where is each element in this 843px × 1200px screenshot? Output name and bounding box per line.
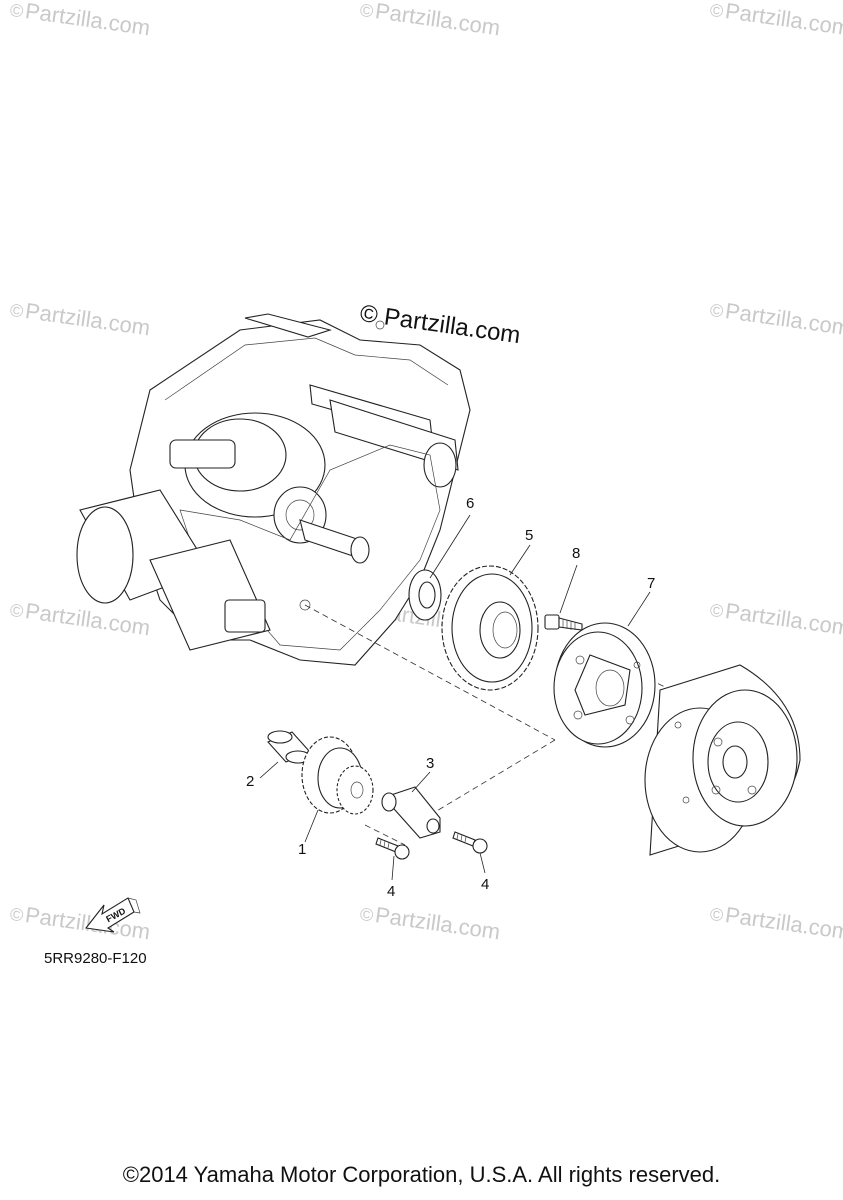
leader-line xyxy=(391,855,395,881)
callout-5: 5 xyxy=(525,527,533,544)
screw-part-4 xyxy=(452,831,488,854)
callout-4: 4 xyxy=(481,876,489,893)
alignment-line xyxy=(364,824,406,846)
alignment-line xyxy=(304,604,556,741)
callout-4: 4 xyxy=(387,883,395,900)
crankcase-assembly xyxy=(76,313,471,666)
starter-clutch-part-7 xyxy=(553,622,656,748)
leader-line xyxy=(429,514,471,579)
leader-line xyxy=(509,544,531,576)
idle-gear-part-1 xyxy=(301,736,374,815)
bolt-part-8 xyxy=(544,614,583,631)
leader-line xyxy=(304,809,319,843)
leader-line xyxy=(627,591,651,627)
leader-line xyxy=(559,564,578,614)
leader-line xyxy=(411,771,431,793)
callout-2: 2 xyxy=(246,773,254,790)
callout-6: 6 xyxy=(466,495,474,512)
callout-3: 3 xyxy=(426,755,434,772)
screw-part-4 xyxy=(375,837,410,860)
shaft-part-2 xyxy=(267,730,311,764)
callout-1: 1 xyxy=(298,841,306,858)
copyright-notice: ©2014 Yamaha Motor Corporation, U.S.A. A… xyxy=(122,1162,721,1187)
alignment-line xyxy=(429,739,556,816)
rotor-flywheel xyxy=(644,664,801,856)
callout-7: 7 xyxy=(647,575,655,592)
callout-8: 8 xyxy=(572,545,580,562)
diagram-code: 5RR9280-F120 xyxy=(44,950,147,967)
oil-seal-part-6 xyxy=(408,569,442,621)
forward-direction-arrow-icon: FWD xyxy=(84,897,141,933)
starter-wheel-gear-part-5 xyxy=(441,565,539,691)
leader-line xyxy=(259,761,279,779)
bracket-part-3 xyxy=(381,786,441,839)
leader-line xyxy=(479,852,486,874)
